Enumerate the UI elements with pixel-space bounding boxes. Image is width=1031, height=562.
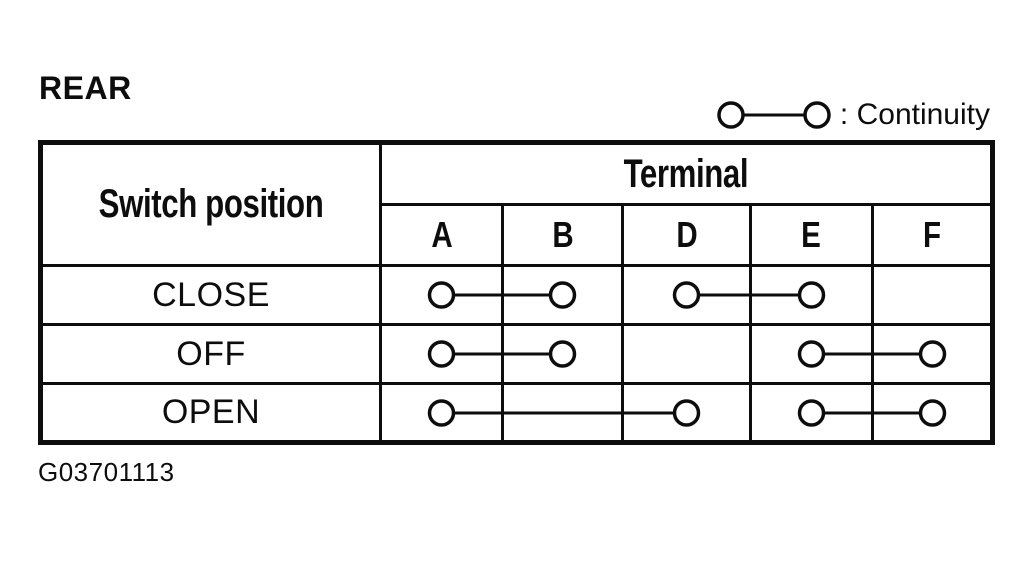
terminal-group-header-row: Switch position Terminal — [39, 141, 994, 267]
terminal-cell — [749, 323, 874, 385]
switch-position-cell: OPEN — [39, 382, 382, 444]
terminal-cell — [501, 323, 624, 385]
terminal-letter-label: E — [801, 214, 822, 255]
continuity-table-area: Switch position Terminal A B D E — [38, 140, 995, 445]
terminal-cell — [871, 264, 994, 326]
terminal-letter-cell: F — [871, 203, 994, 267]
terminal-cell — [379, 264, 504, 326]
continuity-legend: : Continuity — [715, 98, 990, 132]
terminal-cell — [501, 264, 624, 326]
terminal-cell — [871, 382, 994, 444]
terminal-letter-label: D — [675, 214, 698, 255]
terminal-cell — [621, 382, 752, 444]
terminal-header-label: Terminal — [623, 151, 749, 196]
figure-title: REAR — [39, 70, 132, 106]
terminal-letter-label: F — [922, 214, 942, 255]
figure-id: G03701113 — [38, 457, 175, 487]
terminal-cell — [379, 323, 504, 385]
terminal-cell — [749, 264, 874, 326]
terminal-letter-cell: B — [501, 203, 624, 267]
terminal-cell — [501, 382, 624, 444]
continuity-symbol-icon — [717, 101, 831, 129]
switch-position-cell: OFF — [39, 323, 382, 385]
terminal-header-cell: Terminal — [379, 141, 994, 206]
switch-row: OFF — [39, 323, 994, 385]
terminal-letters-row: A B D E F — [41, 203, 994, 267]
terminal-letter-label: B — [551, 214, 574, 255]
switch-position-label: OFF — [176, 334, 246, 373]
terminal-letter-label: A — [430, 214, 453, 255]
switch-position-header-label: Switch position — [98, 182, 324, 226]
continuity-table: Switch position Terminal A B D E — [38, 140, 995, 445]
switch-position-cell: CLOSE — [39, 264, 382, 326]
terminal-cell — [379, 382, 504, 444]
terminal-letter-cell: D — [621, 203, 752, 267]
terminal-letter-cell: E — [749, 203, 874, 267]
terminal-cell — [871, 323, 994, 385]
terminal-cell — [621, 264, 752, 326]
terminal-cell — [621, 323, 752, 385]
terminal-cell — [749, 382, 874, 444]
switch-position-label: CLOSE — [152, 275, 270, 314]
switch-position-label: OPEN — [161, 393, 261, 431]
terminal-letter-cell: A — [379, 203, 504, 267]
switch-row: CLOSE — [39, 264, 994, 326]
continuity-legend-label: : Continuity — [839, 98, 990, 131]
switch-row: OPEN — [39, 382, 994, 444]
switch-position-header-cell: Switch position — [39, 141, 382, 267]
